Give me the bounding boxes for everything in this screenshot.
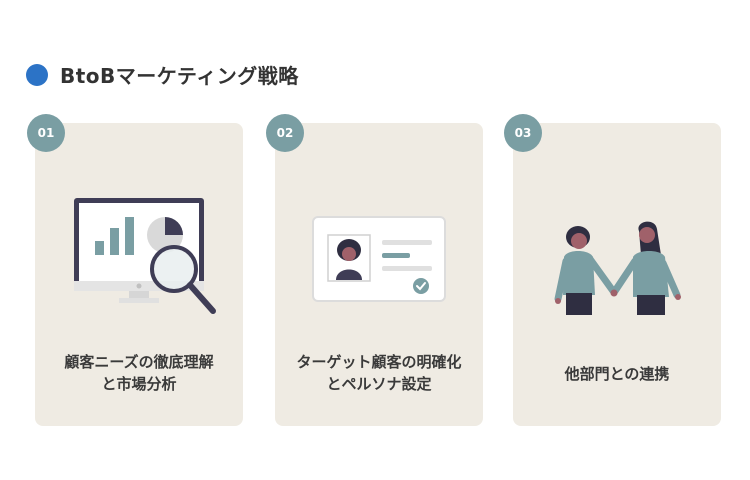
bullet-dot-icon bbox=[26, 63, 48, 86]
card-title: ターゲット顧客の明確化 とペルソナ設定 bbox=[296, 353, 462, 393]
persona-profile-icon bbox=[312, 216, 446, 302]
strategy-card-1: 顧客ニーズの徹底理解 と市場分析 bbox=[35, 123, 243, 426]
step-number-badge: 01 bbox=[27, 114, 65, 152]
strategy-card-3: 他部門との連携 bbox=[513, 123, 721, 426]
card-title: 他部門との連携 bbox=[564, 365, 670, 383]
section-title: BtoBマーケティング戦略 bbox=[60, 64, 299, 88]
collaboration-people-icon bbox=[554, 221, 681, 315]
step-number-badge: 02 bbox=[266, 114, 304, 152]
step-number-badge: 03 bbox=[504, 114, 542, 152]
strategy-card-2: ターゲット顧客の明確化 とペルソナ設定 bbox=[275, 123, 483, 426]
card-title: 顧客ニーズの徹底理解 と市場分析 bbox=[64, 353, 214, 393]
monitor-analysis-icon bbox=[74, 198, 216, 314]
section-header: BtoBマーケティング戦略 bbox=[26, 60, 299, 89]
